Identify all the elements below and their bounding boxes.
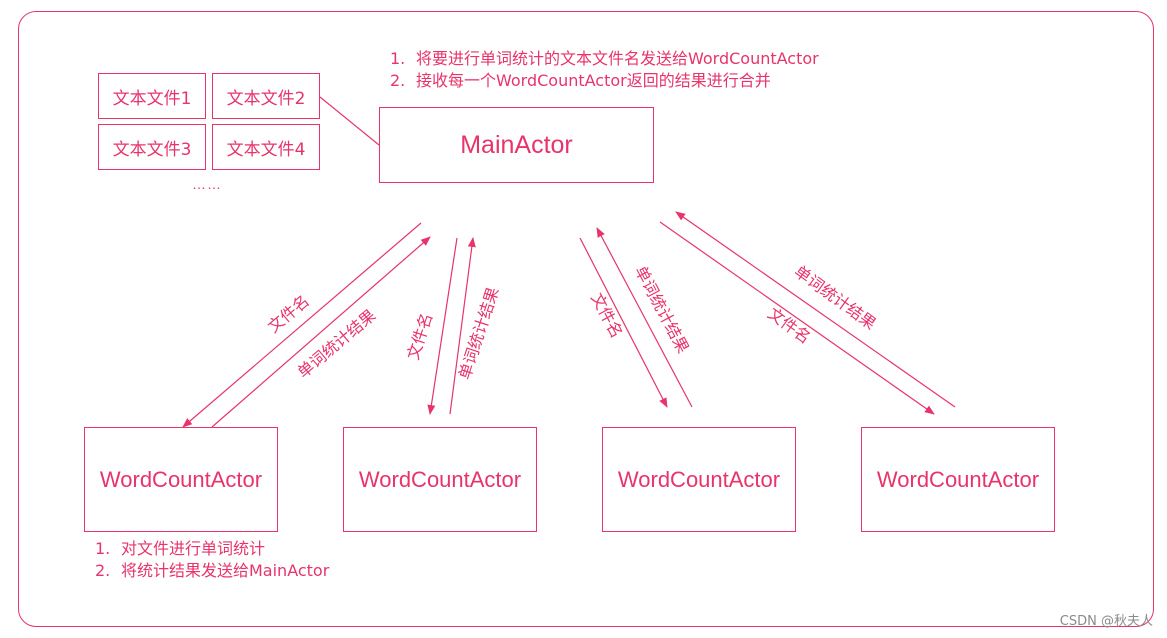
main-note-1-number: 1. (390, 49, 406, 68)
label-filename-1: 文件名 (264, 291, 313, 336)
arrow-filename-worker-4 (659, 221, 935, 415)
arrow-result-worker-4 (675, 211, 956, 408)
label-filename-2: 文件名 (403, 311, 436, 363)
worker-note-1-text: 对文件进行单词统计 (121, 539, 266, 558)
word-count-actor-box-3: WordCountActor (602, 427, 796, 532)
word-count-actor-box-4: WordCountActor (861, 427, 1055, 532)
label-result-1: 单词统计结果 (294, 306, 380, 382)
arrow-filename-worker-1 (182, 222, 422, 428)
text-file-box-4: 文本文件4 (212, 124, 320, 170)
arrow-result-worker-3 (596, 227, 693, 408)
files-connector-line (319, 96, 380, 146)
worker-note-1: 1. 对文件进行单词统计 (95, 538, 329, 560)
main-actor-notes: 1. 将要进行单词统计的文本文件名发送给WordCountActor 2. 接收每一… (390, 48, 819, 92)
main-note-1-text: 将要进行单词统计的文本文件名发送给WordCountActor (416, 49, 819, 68)
worker-notes: 1. 对文件进行单词统计 2. 将统计结果发送给MainActor (95, 538, 329, 582)
text-file-box-1: 文本文件1 (98, 73, 206, 119)
arrow-filename-worker-3 (579, 237, 668, 408)
word-count-actor-box-2: WordCountActor (343, 427, 537, 532)
main-note-1: 1. 将要进行单词统计的文本文件名发送给WordCountActor (390, 48, 819, 70)
worker-note-2: 2. 将统计结果发送给MainActor (95, 560, 329, 582)
arrow-filename-worker-2 (427, 237, 458, 415)
worker-note-2-number: 2. (95, 561, 111, 580)
main-note-2: 2. 接收每一个WordCountActor返回的结果进行合并 (390, 70, 819, 92)
watermark: CSDN @秋夫人 (1059, 614, 1153, 629)
diagram-frame (18, 11, 1154, 627)
files-ellipsis: …… (192, 176, 222, 192)
label-filename-3: 文件名 (587, 290, 626, 341)
main-note-2-number: 2. (390, 71, 406, 90)
arrow-result-worker-2 (449, 237, 476, 415)
text-file-box-3: 文本文件3 (98, 124, 206, 170)
text-file-box-2: 文本文件2 (212, 73, 320, 119)
label-result-2: 单词统计结果 (455, 285, 503, 382)
label-filename-4: 文件名 (764, 304, 814, 348)
main-note-2-text: 接收每一个WordCountActor返回的结果进行合并 (416, 71, 771, 90)
worker-note-2-text: 将统计结果发送给MainActor (121, 561, 330, 580)
worker-note-1-number: 1. (95, 539, 111, 558)
arrow-result-worker-1 (211, 236, 431, 428)
main-actor-box: MainActor (379, 107, 654, 183)
word-count-actor-box-1: WordCountActor (84, 427, 278, 532)
